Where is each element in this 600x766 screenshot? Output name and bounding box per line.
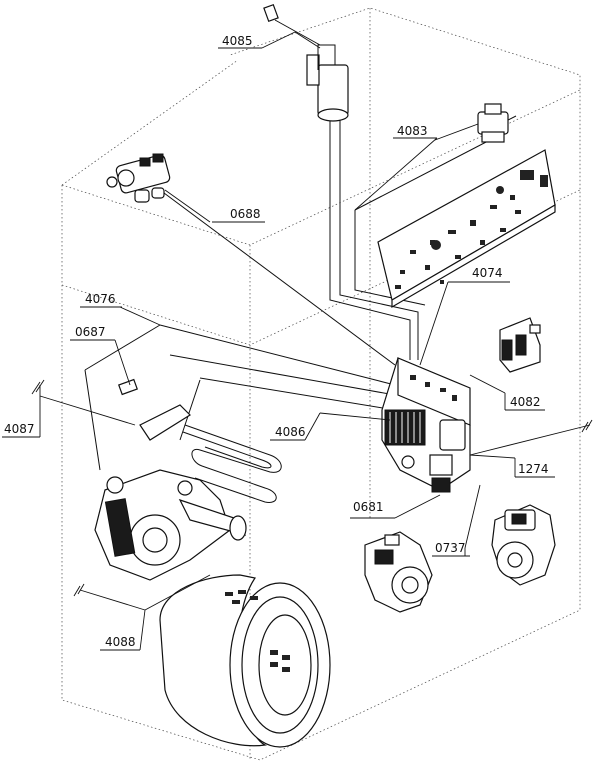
part-label-0687: 0687 [70, 325, 115, 341]
part-label-4087: 4087 [2, 396, 41, 438]
part-label-4088: 4088 [100, 609, 146, 651]
part-label-4082: 4082 [504, 393, 545, 411]
part-label-4076: 4076 [80, 292, 122, 308]
part-number-4086: 4086 [275, 425, 306, 439]
part-number-4088: 4088 [105, 635, 136, 649]
inlet-valve-part-0688 [106, 153, 171, 203]
drain-pump-part-0681 [364, 531, 433, 613]
leader-lines [31, 31, 593, 611]
part-number-4074: 4074 [472, 266, 503, 280]
connector-block-part-4082 [499, 317, 541, 373]
part-label-4085: 4085 [218, 31, 296, 49]
part-label-4074: 4074 [448, 266, 510, 283]
control-board-part-4074 [377, 149, 556, 309]
part-number-4082: 4082 [510, 395, 541, 409]
pressure-switch-part-4083 [477, 103, 517, 143]
part-number-4076: 4076 [85, 292, 116, 306]
part-label-0688: 0688 [212, 207, 265, 223]
part-label-1274: 1274 [514, 458, 555, 478]
part-label-4083: 4083 [354, 124, 438, 211]
part-label-4086: 4086 [270, 412, 321, 441]
part-label-0737: 0737 [432, 541, 470, 557]
part-number-0688: 0688 [230, 207, 261, 221]
part-number-1274: 1274 [518, 462, 549, 476]
part-number-4085: 4085 [222, 34, 253, 48]
part-number-4087: 4087 [4, 422, 35, 436]
part-label-0681: 0681 [350, 500, 395, 519]
pump-motor-part-4087 [94, 469, 247, 581]
part-number-4083: 4083 [397, 124, 428, 138]
heating-element-part-4086 [118, 378, 282, 503]
drum-part-4088 [159, 574, 331, 748]
part-number-0681: 0681 [353, 500, 384, 514]
part-number-0737: 0737 [435, 541, 466, 555]
main-module-part-1274 [381, 357, 471, 493]
wiring-harness [84, 118, 491, 471]
part-number-0687: 0687 [75, 325, 106, 339]
circulation-pump-part-0737 [491, 504, 556, 586]
capacitor-part-4085 [263, 3, 349, 122]
